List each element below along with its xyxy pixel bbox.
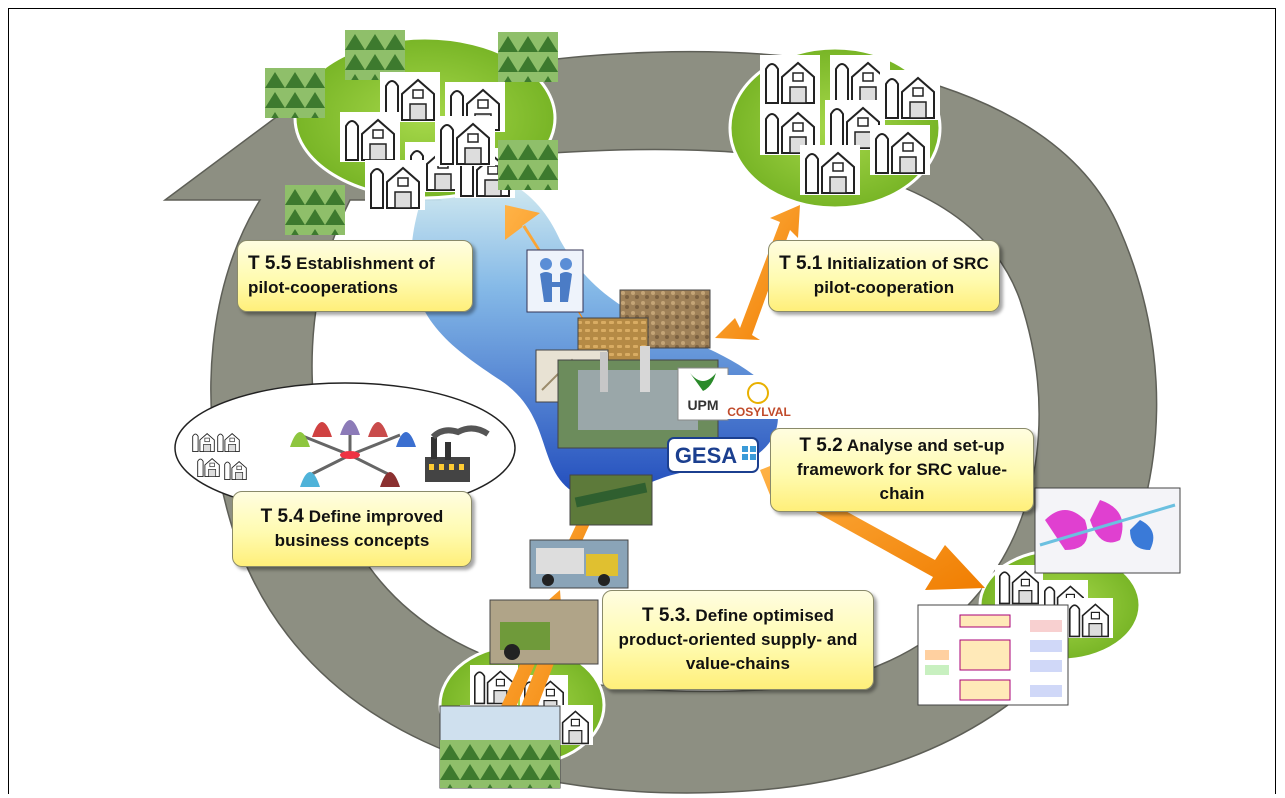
task-desc-t53-line3: value-chains [685,654,791,673]
task-box-t54: T 5.4 Define improved business concepts [232,491,472,567]
upm-logo [677,367,729,421]
task-desc-t52-line1: Analyse and set-up [842,436,1005,455]
barn-icon [215,430,242,453]
task-desc-t54-line1: Define improved [303,507,444,526]
figure-frame [8,8,1276,794]
forest-tile [498,140,558,190]
logos: UPM COSYLVAL GESA [667,367,792,473]
barn-icon [1065,598,1113,638]
task-desc-t55-line2: pilot-cooperations [248,278,399,297]
task-desc-t51-line1: Initialization of SRC [822,254,989,273]
task-id-t51: T 5.1 [779,253,823,274]
barn-icon [870,125,930,175]
task-id-t55: T 5.5 [248,253,292,274]
factory-icon [425,425,490,482]
cosylval-logo-text: COSYLVAL [727,405,791,419]
barn-icon [995,565,1043,605]
task-box-t53: T 5.3. Define optimised product-oriented… [602,590,874,690]
task-desc-t55-line1: Establishment of [291,254,435,273]
forest-tile [345,30,405,80]
task-id-t52: T 5.2 [799,435,843,456]
barn-icon [340,112,400,162]
barn-icon [222,458,249,481]
task-desc-t51-line2: pilot-cooperation [813,278,955,297]
barn-icon [760,55,820,105]
task-box-t55: T 5.5 Establishment of pilot-cooperation… [237,240,473,312]
cycle-arrow [162,50,1158,794]
forest-tile [265,68,325,118]
task-box-t52: T 5.2 Analyse and set-up framework for S… [770,428,1034,512]
task-desc-t54-line2: business concepts [274,531,430,550]
task-box-t51: T 5.1 Initialization of SRC pilot-cooper… [768,240,1000,312]
center-photos [290,249,1181,789]
barn-icon [800,145,860,195]
gesa-logo-text: GESA [675,443,737,468]
arrow-to-t52 [760,462,985,590]
task-desc-t53-line1: Define optimised [690,606,834,625]
barn-icon [190,430,217,453]
upm-logo-text: UPM [687,397,718,413]
barn-icon [880,70,940,120]
task-desc-t52-line2: framework for SRC value-chain [796,460,1008,503]
barn-icon [195,455,222,478]
task-id-t54: T 5.4 [260,506,304,527]
barn-icon [380,72,440,122]
barn-icon [365,160,425,210]
handshake-photo [526,249,584,313]
people-network-icon [290,420,416,487]
handshake-icon [540,258,572,302]
arrow-to-t51 [715,205,800,340]
barn-icon [435,116,495,166]
task-id-t53: T 5.3. [642,605,691,626]
forest-tile [498,32,558,82]
forest-tile [285,185,345,235]
gesa-logo [667,437,759,473]
task-desc-t53-line2: product-oriented supply- and [618,630,858,649]
